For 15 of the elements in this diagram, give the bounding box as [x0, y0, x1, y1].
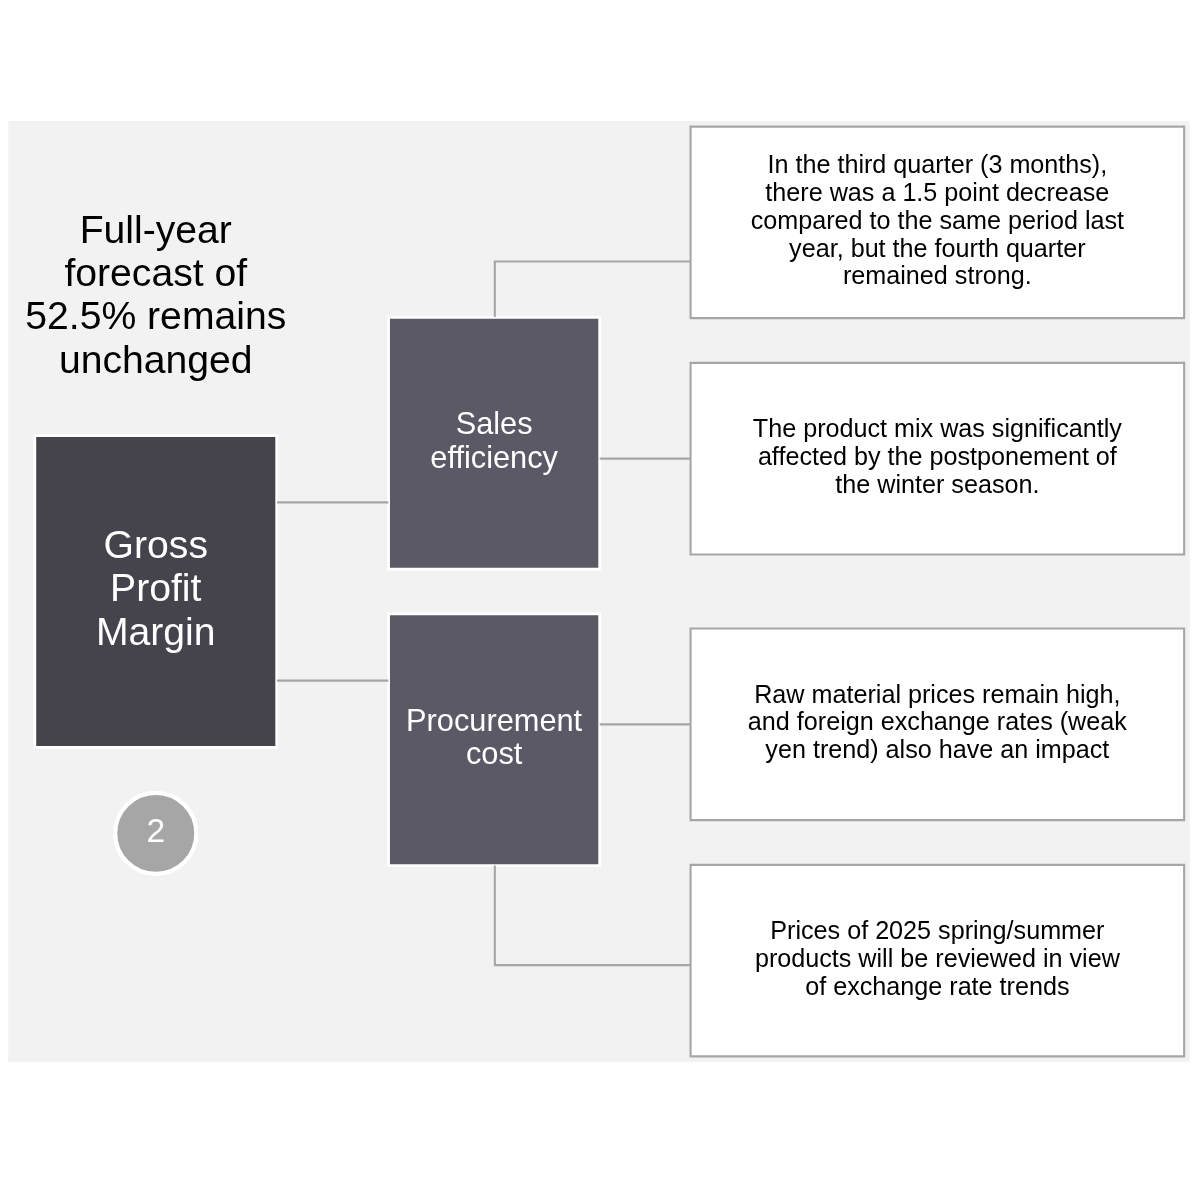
connector — [599, 722, 691, 725]
label: Full-year forecast of 52.5% remains unchanged — [25, 207, 287, 381]
connector — [599, 457, 691, 460]
node-box: Sales efficiency — [387, 315, 602, 571]
node-box: Gross Profit Margin — [33, 433, 279, 749]
connector — [493, 865, 691, 966]
connector — [276, 679, 389, 682]
connector — [276, 500, 389, 503]
node-box: Prices of 2025 spring/summer products will be reviewed in view of exchange rate trends — [689, 863, 1186, 1057]
node-box: Procurement cost — [387, 611, 602, 867]
node-circle: 2 — [113, 790, 199, 876]
node-box: The product mix was significantly affected by the postponement of the winter season. — [689, 361, 1186, 555]
node-box: Raw material prices remain high, and foreign exchange rates (weak yen trend) also have an impact — [689, 627, 1186, 821]
node-box: In the third quarter (3 months), there was a 1.5 point decrease compared to the same period last year, but the fourth quarter remained strong. — [689, 125, 1186, 319]
connector — [493, 259, 691, 317]
